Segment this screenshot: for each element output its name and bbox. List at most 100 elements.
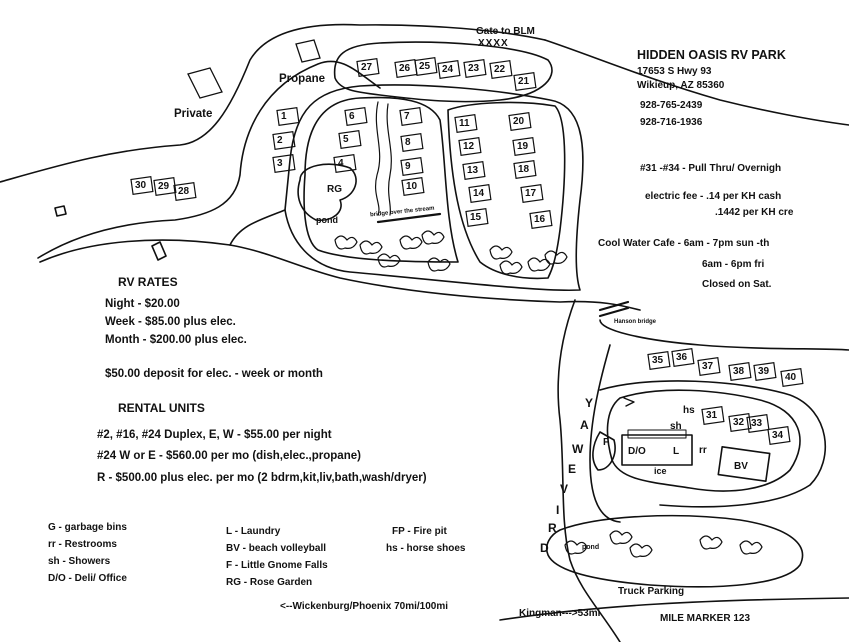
rv-site-box-25 <box>414 57 438 77</box>
park-name: HIDDEN OASIS RV PARK <box>637 48 786 62</box>
rv-site-15: 15 <box>470 212 482 223</box>
park-phone1: 928-765-2439 <box>640 100 703 111</box>
rentals-title: RENTAL UNITS <box>118 401 205 415</box>
g-marker <box>151 241 167 261</box>
rv-site-box-22 <box>489 60 513 80</box>
rv-site-box-18 <box>513 160 537 180</box>
rv-site-box-40 <box>780 368 804 388</box>
rv-site-box-31 <box>701 406 725 426</box>
label-propane: Propane <box>279 73 326 85</box>
rv-site-5: 5 <box>343 134 349 145</box>
bridge-stream <box>376 212 442 224</box>
rv-site-3: 3 <box>277 158 283 169</box>
rv-site-box-7 <box>399 107 423 127</box>
do-roof <box>627 429 687 439</box>
rv-site-8: 8 <box>405 137 411 148</box>
rv-site-11: 11 <box>459 118 470 129</box>
label-restrooms: rr <box>699 445 707 456</box>
rv-site-box-37 <box>697 357 721 377</box>
label-truck-parking: Truck Parking <box>618 586 685 597</box>
rv-site-18: 18 <box>518 164 530 175</box>
rv-site-17: 17 <box>525 188 537 199</box>
rv-site-25: 25 <box>419 61 431 72</box>
legend-col2-1: BV - beach volleyball <box>226 543 327 554</box>
rv-site-box-1 <box>276 107 300 127</box>
rv-site-27: 27 <box>361 62 373 73</box>
driveway-letter-5: I <box>556 503 560 517</box>
road-bottom <box>499 597 849 621</box>
label-wickenburg: <--Wickenburg/Phoenix 70mi/100mi <box>280 601 449 612</box>
private-building <box>187 39 321 99</box>
road-central-outer <box>284 84 584 292</box>
rv-site-box-35 <box>647 351 671 371</box>
do-building <box>621 434 693 466</box>
legend-col3-0: FP - Fire pit <box>392 526 447 537</box>
island-left <box>303 96 459 263</box>
rv-site-14: 14 <box>473 188 485 199</box>
legend-col1-3: D/O - Deli/ Office <box>48 573 127 584</box>
label-gate-mark: XXXX <box>478 38 509 49</box>
rv-site-29: 29 <box>158 181 170 192</box>
info-electric1: electric fee - .14 per KH cash <box>645 191 782 202</box>
rentals-r3: R - $500.00 plus elec. per mo (2 bdrm,ki… <box>97 472 427 484</box>
rv-site-16: 16 <box>534 214 546 225</box>
label-private: Private <box>174 108 213 120</box>
park-address1: 17653 S Hwy 93 <box>637 66 712 77</box>
driveway-letter-0: Y <box>585 396 594 410</box>
rv-site-31: 31 <box>706 410 718 421</box>
rv-site-20: 20 <box>513 116 525 127</box>
rv-site-37: 37 <box>702 361 714 372</box>
info-cafe1: Cool Water Cafe - 6am - 7pm sun -th <box>598 238 770 249</box>
rentals-r2: #24 W or E - $560.00 per mo (dish,elec.,… <box>97 450 361 462</box>
rv-site-30: 30 <box>135 180 147 191</box>
label-bv: BV <box>734 461 748 472</box>
rv-site-box-5 <box>338 130 362 150</box>
rv-site-box-3 <box>272 154 296 174</box>
site-boxes <box>130 57 804 446</box>
legend-col3-1: hs - horse shoes <box>386 543 466 554</box>
label-bridge-hanson: Hanson bridge <box>614 319 657 325</box>
legend-col2-3: RG - Rose Garden <box>226 577 313 588</box>
driveway-letter-2: W <box>572 442 584 456</box>
rv-site-box-13 <box>462 161 486 181</box>
rv-site-box-21 <box>513 72 537 92</box>
rv-site-34: 34 <box>772 430 784 441</box>
rv-site-6: 6 <box>349 111 355 122</box>
rv-site-box-2 <box>272 131 296 151</box>
island-right <box>447 101 566 280</box>
label-kingman: Kingman--->53mi <box>519 608 601 619</box>
rv-site-box-30 <box>130 176 154 196</box>
rv-site-box-6 <box>344 107 368 127</box>
bridge-hanson <box>598 300 630 318</box>
label-pond: pond <box>316 215 338 225</box>
rv-site-7: 7 <box>404 111 410 122</box>
rv-site-2: 2 <box>277 135 283 146</box>
driveway-letter-6: R <box>548 521 557 535</box>
rv-site-box-39 <box>753 362 777 382</box>
rv-site-28: 28 <box>178 186 190 197</box>
road-lower-right-a <box>557 299 621 642</box>
rv-site-32: 32 <box>733 417 745 428</box>
rentals-r1: #2, #16, #24 Duplex, E, W - $55.00 per n… <box>97 429 332 441</box>
rv-site-box-15 <box>465 208 489 228</box>
stream <box>375 101 392 216</box>
fp-marker <box>623 397 635 407</box>
rv-site-24: 24 <box>442 64 454 75</box>
label-gnome-falls: F <box>603 437 610 448</box>
legend-col1-2: sh - Showers <box>48 556 111 567</box>
road-edge-left-lower <box>37 60 381 259</box>
info-cafe3: Closed on Sat. <box>702 279 772 290</box>
road-right-down <box>544 39 849 126</box>
rv-site-box-24 <box>437 60 461 80</box>
rv-site-box-34 <box>767 426 791 446</box>
rv-site-box-32 <box>728 413 752 433</box>
label-horse-shoes: hs <box>683 405 695 416</box>
rv-site-4: 4 <box>338 158 344 169</box>
rv-site-19: 19 <box>517 141 529 152</box>
rates-night: Night - $20.00 <box>105 298 180 310</box>
rv-site-39: 39 <box>758 366 770 377</box>
rates-deposit: $50.00 deposit for elec. - week or month <box>105 368 323 380</box>
label-gate: Gate to BLM <box>476 26 535 37</box>
rv-site-box-27 <box>356 58 380 78</box>
driveway-letter-4: V <box>560 482 569 496</box>
